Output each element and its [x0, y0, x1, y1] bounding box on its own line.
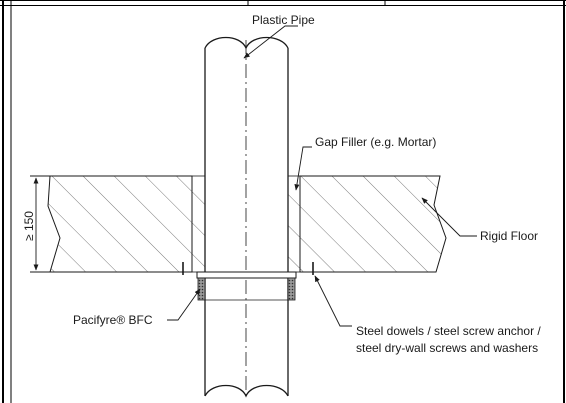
- label-pacifyre: Pacifyre® BFC: [73, 313, 153, 327]
- leader-plastic-pipe: [243, 25, 298, 59]
- label-plastic-pipe: Plastic Pipe: [252, 13, 315, 27]
- label-steel-line-2: steel dry-wall screws and washers: [356, 341, 538, 355]
- floor-right: [299, 175, 447, 273]
- label-gap-filler: Gap Filler (e.g. Mortar): [315, 135, 436, 149]
- gap-filler-left: [191, 175, 206, 273]
- label-steel-line-1: Steel dowels / steel screw anchor /: [356, 324, 541, 338]
- pacifyre-collar: [196, 271, 297, 301]
- gap-filler-right: [287, 175, 301, 273]
- leader-lines: [167, 25, 477, 327]
- dimension-label: ≥ 150: [22, 211, 36, 241]
- leader-gap-filler: [294, 146, 312, 191]
- leader-rigid-floor: [421, 197, 477, 237]
- label-rigid-floor: Rigid Floor: [480, 229, 538, 243]
- rigid-floor-slab: [47, 175, 447, 273]
- floor-left: [47, 175, 193, 273]
- leader-steel-anchor: [314, 275, 352, 327]
- dimension-thickness: [30, 175, 50, 273]
- leader-pacifyre: [167, 288, 201, 321]
- gap-filler: [191, 175, 301, 273]
- plastic-pipe: [204, 36, 289, 400]
- steel-anchors: [182, 262, 314, 275]
